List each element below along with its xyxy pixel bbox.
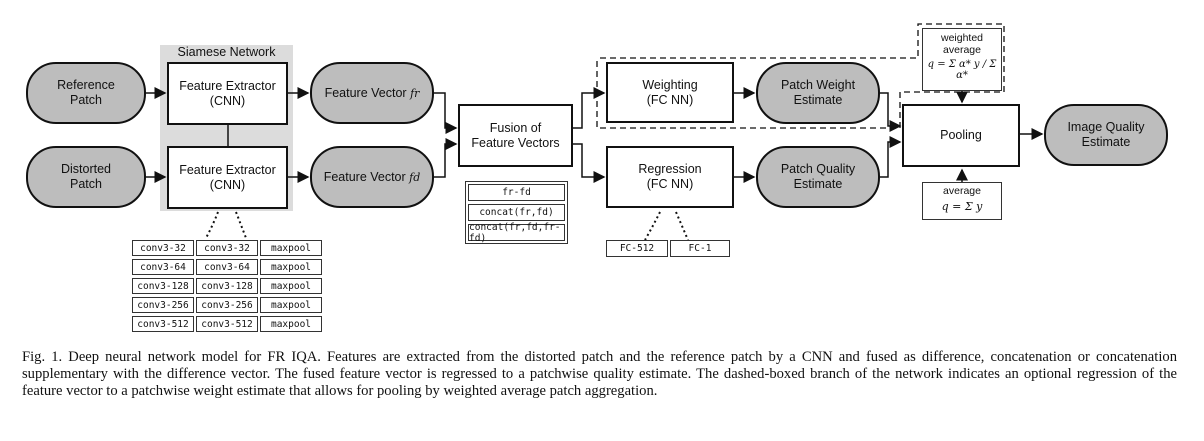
cnn-layer-cell: maxpool <box>260 278 322 294</box>
weighted-average-box: weighted average q = Σ α* y / Σ α* <box>922 28 1002 91</box>
cnn-layer-cell: conv3-32 <box>132 240 194 256</box>
weighted-average-formula: q = Σ α* y / Σ α* <box>927 59 997 81</box>
cnn-detail-dots-left <box>205 211 219 239</box>
fusion-of-feature-vectors: Fusion of Feature Vectors <box>458 104 573 167</box>
regression-label: Regression (FC NN) <box>638 162 702 191</box>
fusion-label: Fusion of Feature Vectors <box>471 120 560 150</box>
cnn-layer-cell: conv3-512 <box>196 316 258 332</box>
cnn-layer-cell: conv3-128 <box>196 278 258 294</box>
average-box: average q = Σ y <box>922 182 1002 220</box>
patch-quality-label: Patch Quality Estimate <box>780 162 856 191</box>
pooling: Pooling <box>902 104 1020 167</box>
fc-detail-dots-right <box>675 211 689 241</box>
figure-caption: Fig. 1. Deep neural network model for FR… <box>22 349 1177 399</box>
feature-vector-fr-symbol: f <box>410 86 415 100</box>
cnn-detail-dots-right <box>235 211 247 239</box>
fusion-option-concat-difference: concat(fr,fd,fr-fd) <box>468 222 565 244</box>
fusion-option-difference: fr-fd <box>468 184 565 201</box>
feature-extractor-distorted-label: Feature Extractor (CNN) <box>179 162 276 192</box>
arrow-fusion-to-weighting <box>573 87 606 129</box>
optional-branch-outline <box>596 23 1005 129</box>
cnn-layer-cell: conv3-64 <box>196 259 258 275</box>
fusion-options-group <box>465 181 568 244</box>
weighting-label: Weighting (FC NN) <box>642 77 698 107</box>
weighted-average-label: weighted average <box>940 32 984 56</box>
cnn-layer-cell: conv3-128 <box>132 278 194 294</box>
feature-vector-fr-label: Feature Vector <box>324 85 407 100</box>
image-quality-label: Image Quality Estimate <box>1067 120 1145 149</box>
fc-layer-2: FC-1 <box>670 240 730 257</box>
average-label: average <box>943 185 981 197</box>
pooling-label: Pooling <box>940 128 982 142</box>
cnn-layer-cell: conv3-512 <box>132 316 194 332</box>
reference-patch: Reference Patch <box>26 62 146 124</box>
fusion-option-concat: concat(fr,fd) <box>468 204 565 221</box>
cnn-layer-cell: maxpool <box>260 240 322 256</box>
feature-extractor-reference-label: Feature Extractor (CNN) <box>179 78 276 108</box>
feature-vector-fr-sub: r <box>414 86 420 100</box>
cnn-layer-cell: maxpool <box>260 259 322 275</box>
patch-quality-estimate: Patch Quality Estimate <box>756 146 880 208</box>
cnn-layer-cell: conv3-256 <box>132 297 194 313</box>
weighting-fc-nn: Weighting (FC NN) <box>606 62 734 123</box>
arrow-fusion-to-regression <box>573 143 606 183</box>
feature-vector-fd-sub: d <box>413 170 421 184</box>
feature-vector-fd-label: Feature Vector <box>323 169 406 184</box>
siamese-network-title: Siamese Network <box>177 45 276 59</box>
arrow-quality-to-pooling <box>880 136 902 178</box>
arrow-fr-to-fusion <box>434 92 458 134</box>
cnn-layer-cell: conv3-32 <box>196 240 258 256</box>
arrow-fd-to-fusion <box>434 138 458 178</box>
average-formula: q = Σ y <box>941 200 983 213</box>
distorted-patch-label: Distorted Patch <box>60 162 112 191</box>
arrow-weight-to-pooling <box>880 92 902 132</box>
regression-fc-nn: Regression (FC NN) <box>606 146 734 208</box>
feature-extractor-reference: Feature Extractor (CNN) <box>167 62 288 125</box>
reference-patch-label: Reference Patch <box>57 78 115 107</box>
patch-weight-estimate: Patch Weight Estimate <box>756 62 880 124</box>
patch-weight-label: Patch Weight Estimate <box>780 78 856 107</box>
image-quality-estimate: Image Quality Estimate <box>1044 104 1168 166</box>
feature-extractor-distorted: Feature Extractor (CNN) <box>167 146 288 209</box>
fc-detail-dots-left <box>644 211 661 241</box>
cnn-layer-cell: maxpool <box>260 316 322 332</box>
distorted-patch: Distorted Patch <box>26 146 146 208</box>
fc-layer-1: FC-512 <box>606 240 668 257</box>
cnn-layer-cell: conv3-256 <box>196 297 258 313</box>
feature-vector-fd-symbol: f <box>409 170 414 184</box>
cnn-layer-cell: conv3-64 <box>132 259 194 275</box>
cnn-layer-cell: maxpool <box>260 297 322 313</box>
